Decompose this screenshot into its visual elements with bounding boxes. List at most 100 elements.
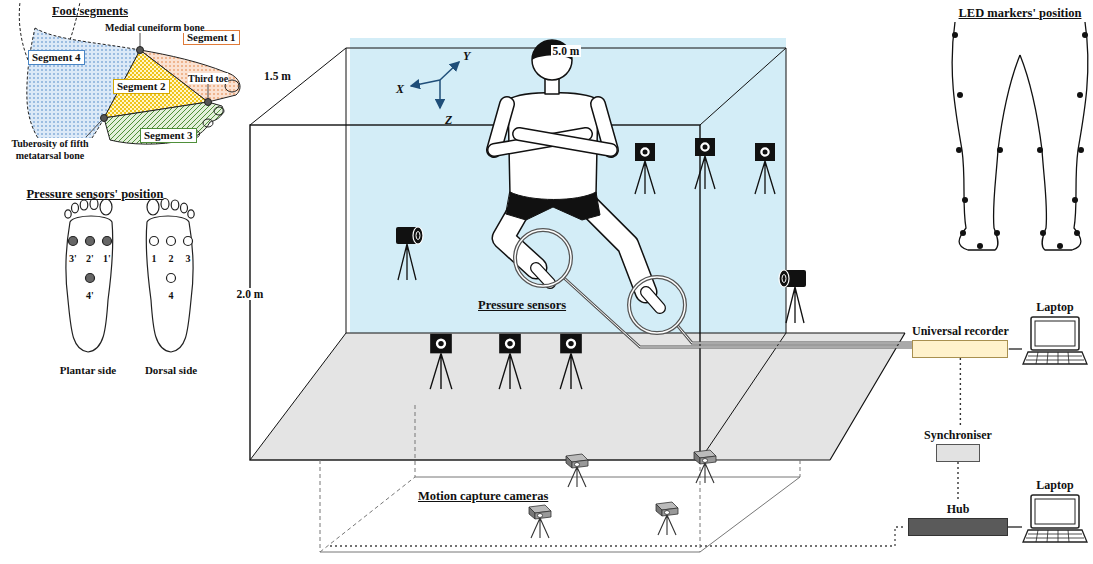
led-legs-part-part — [956, 147, 962, 153]
swimmer-part — [536, 268, 550, 283]
dimension-label: 1.5 m — [262, 70, 293, 82]
device-label: Laptop — [1036, 300, 1073, 314]
section-title: Motion capture cameras — [418, 489, 548, 503]
sensor-wires-part — [515, 230, 571, 286]
plantar-foot-part — [66, 216, 113, 352]
foot-segments-drawing-part — [205, 99, 212, 106]
label-anchor: Dorsal side — [145, 360, 197, 378]
axes-part — [411, 80, 440, 86]
device-node: Universal recorder — [912, 324, 1009, 358]
part-label: Tuberosity of fifth metatarsal bone — [0, 138, 100, 162]
foot-segments-drawing-part — [203, 119, 213, 127]
swimmer-part — [519, 134, 611, 150]
led-legs-part-part — [1072, 197, 1078, 203]
dorsal-foot-part — [150, 237, 159, 246]
plantar-foot-part — [69, 237, 78, 246]
led-legs-part-part — [952, 22, 1020, 250]
pool-box-part — [250, 48, 786, 460]
dorsal-foot-part — [188, 210, 194, 218]
laptop-base — [1023, 352, 1087, 364]
sensor-number: 2' — [86, 253, 94, 264]
device-node: Hub — [908, 502, 1008, 536]
axis-label: Z — [445, 113, 452, 127]
swimmer-part — [588, 205, 646, 292]
sensor-number: 2 — [169, 253, 174, 264]
label-anchor: Foot segments — [52, 1, 128, 19]
label-anchor: 5.0 m — [551, 41, 582, 59]
laptop-lid — [1031, 495, 1079, 528]
label-anchor: 3' — [69, 248, 77, 266]
swimmer-part — [506, 192, 600, 220]
laptop-icon — [1022, 494, 1088, 544]
pool-box-part — [350, 38, 786, 333]
label-anchor: X — [396, 79, 404, 97]
label-anchor: Pressure sensors' position — [26, 184, 163, 202]
motion-capture-cameras-part — [656, 502, 678, 535]
device-node: Laptop — [1022, 300, 1088, 366]
sensor-wires-part — [677, 325, 912, 343]
label-anchor: Y — [463, 46, 470, 64]
foot-segments-drawing-part — [214, 107, 224, 115]
label-anchor: Tuberosity of fifth metatarsal bone — [0, 138, 100, 162]
underwater-cameras-part — [396, 227, 423, 280]
swimmer-part — [646, 292, 660, 308]
plantar-foot-part — [80, 200, 88, 210]
sensor-wires — [515, 230, 912, 347]
sensor-wires-part — [629, 277, 685, 333]
foot-segments-drawing-part — [137, 47, 144, 54]
led-legs-part-part — [1078, 147, 1084, 153]
dorsal-foot-part — [181, 203, 188, 213]
device-box — [936, 444, 980, 462]
device-box — [912, 340, 1008, 358]
underwater-cameras — [396, 138, 806, 389]
pool-box — [250, 38, 905, 552]
segment-label-box: Segment 3 — [140, 128, 197, 143]
underwater-cameras-part — [635, 143, 655, 194]
laptop-icon — [1022, 316, 1088, 366]
foot-segments-drawing-part — [86, 31, 208, 137]
underwater-cameras-part-part — [779, 270, 806, 323]
motion-capture-cameras-part — [694, 450, 716, 483]
label-anchor: LED markers' position — [959, 3, 1082, 21]
swimmer-part — [519, 134, 611, 150]
label-anchor: Motion capture cameras — [418, 486, 548, 504]
label-anchor: Z — [445, 110, 452, 128]
led-legs-part-part — [1082, 32, 1088, 38]
swimmer-part — [646, 292, 660, 308]
connector — [957, 462, 958, 502]
axis-label: X — [396, 82, 404, 96]
pool-box-part — [700, 333, 905, 460]
part-label: Dorsal side — [145, 364, 197, 376]
sensor-number: 3' — [69, 253, 77, 264]
led-legs-part-part — [1077, 92, 1083, 98]
motion-capture-cameras — [529, 450, 716, 538]
led-legs — [952, 22, 1088, 250]
foot-segments-drawing — [19, 2, 240, 160]
led-legs-part-part — [1057, 243, 1063, 249]
segment-label: Segment 2 — [117, 80, 166, 93]
plantar-foot-part — [100, 199, 112, 215]
camera-link — [330, 527, 906, 546]
led-legs-part-part — [962, 197, 968, 203]
label-anchor: 1 — [152, 248, 157, 266]
led-legs-part-part — [997, 147, 1003, 153]
dimension-label: 5.0 m — [551, 45, 582, 57]
dorsal-foot-part — [146, 216, 193, 352]
led-legs-part-part — [977, 243, 983, 249]
underwater-cameras-part — [779, 270, 806, 323]
sensor-number: 4 — [169, 290, 174, 301]
foot-segments-drawing-part — [104, 102, 223, 144]
sensor-number: 1 — [152, 253, 157, 264]
label-anchor: Plantar side — [60, 360, 116, 378]
led-legs-part-part — [1040, 230, 1046, 236]
part-label: Third toe — [188, 73, 228, 84]
device-label: Synchroniser — [924, 428, 992, 442]
dorsal-foot-part — [167, 274, 176, 283]
section-title: LED markers' position — [959, 6, 1082, 20]
plantar-foot-part — [72, 203, 79, 213]
sensor-wires-part — [515, 230, 571, 286]
label-anchor: 4 — [169, 285, 174, 303]
laptop-lid — [1031, 317, 1079, 350]
sensor-wires-part — [563, 277, 912, 347]
